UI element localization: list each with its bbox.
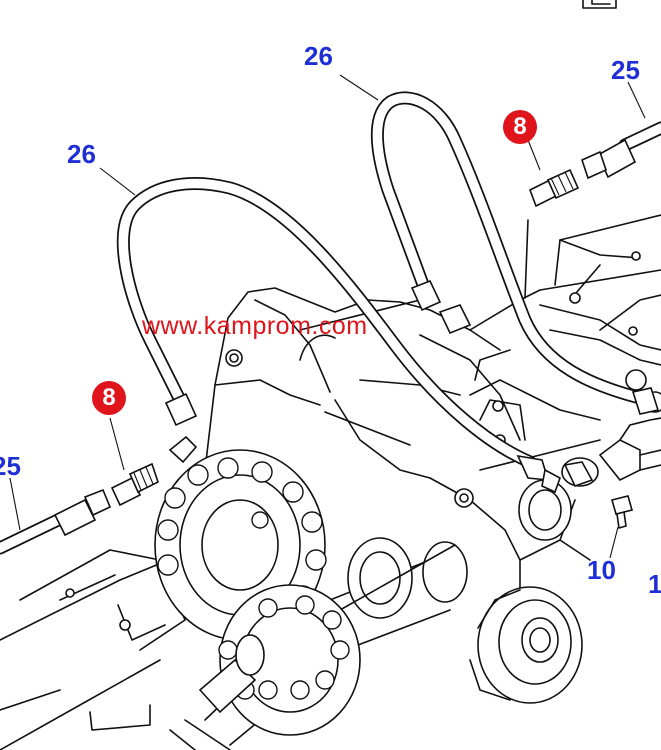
hose-26-upper: [370, 91, 660, 487]
hose-25-right: [581, 121, 661, 180]
hose-25-left: [0, 488, 112, 555]
callout-26-upper: 26: [304, 41, 333, 71]
callout-25-right: 25: [611, 55, 640, 85]
callout-1-cut: 1: [648, 569, 661, 599]
callout-8-left-badge: 8: [92, 381, 126, 415]
corner-part-fragment: [582, 0, 617, 9]
fitting-8-left: [110, 462, 159, 507]
callout-25-left: 25: [0, 451, 21, 481]
drive-shaft: [169, 537, 583, 750]
callout-10: 10: [587, 555, 616, 585]
hose-26-left: [116, 177, 561, 494]
callout-8-right-badge: 8: [503, 110, 537, 144]
watermark-url: www.kamprom.com: [142, 312, 368, 340]
fitting-8-right: [528, 168, 580, 208]
plug-10: [611, 495, 633, 529]
callout-26-left: 26: [67, 139, 96, 169]
leader-lines: [9, 74, 646, 559]
